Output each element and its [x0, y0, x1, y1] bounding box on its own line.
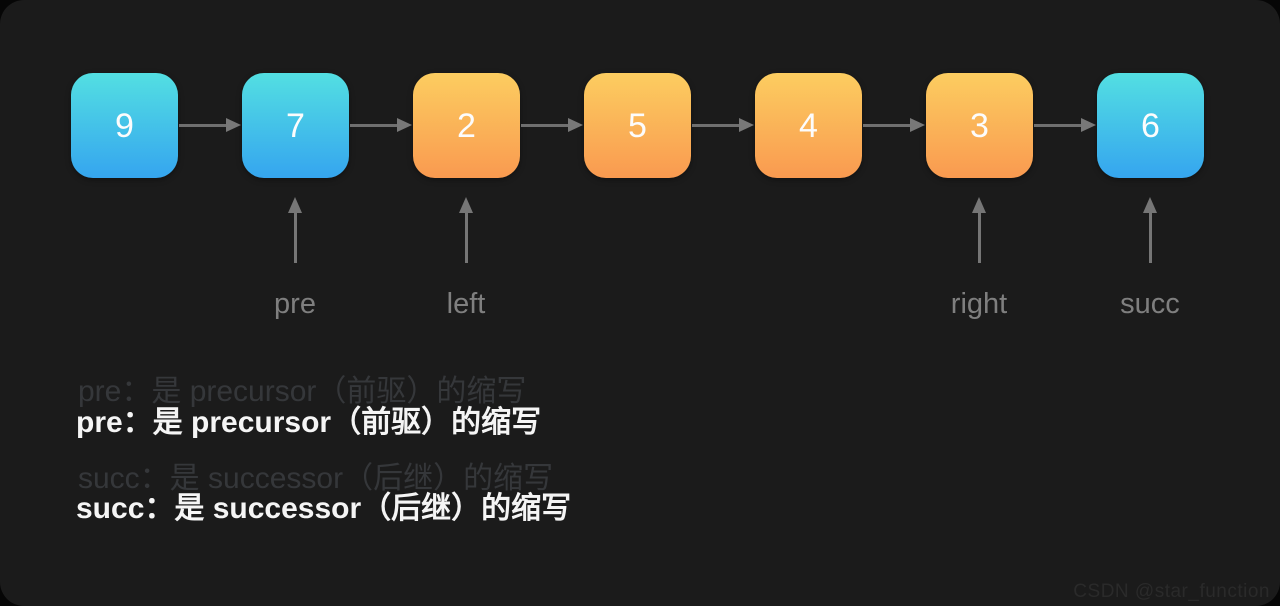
note-pre: pre：是 precursor（前驱）的缩写	[76, 406, 542, 439]
arrow-head	[739, 118, 754, 132]
next-arrow-icon	[350, 118, 412, 133]
list-node-4: 4	[755, 73, 862, 178]
arrow-shaft	[692, 124, 740, 127]
watermark: CSDN @star_function	[1073, 581, 1270, 602]
up-arrow-icon	[459, 197, 473, 213]
pointer-label-succ: succ	[1120, 288, 1180, 320]
node-value: 6	[1141, 106, 1160, 145]
node-value: 3	[970, 106, 989, 145]
list-node-3: 3	[926, 73, 1033, 178]
arrow-shaft	[350, 124, 398, 127]
pointer-label-left: left	[446, 288, 486, 320]
list-node-5: 5	[584, 73, 691, 178]
up-arrow-shaft	[1148, 213, 1152, 263]
arrow-head	[1081, 118, 1096, 132]
up-arrow-shaft	[464, 213, 468, 263]
node-value: 2	[457, 106, 476, 145]
node-value: 9	[115, 106, 134, 145]
arrow-shaft	[179, 124, 227, 127]
pointer-right: right	[939, 197, 1019, 319]
next-arrow-icon	[863, 118, 925, 133]
arrow-head	[397, 118, 412, 132]
list-node-2: 2	[413, 73, 520, 178]
node-value: 5	[628, 106, 647, 145]
list-node-6: 6	[1097, 73, 1204, 178]
arrow-head	[568, 118, 583, 132]
note-succ: succ：是 successor（后继）的缩写	[76, 492, 572, 525]
up-arrow-icon	[288, 197, 302, 213]
next-arrow-icon	[692, 118, 754, 133]
pointer-label-pre: pre	[274, 288, 316, 320]
arrow-head	[226, 118, 241, 132]
list-node-7: 7	[242, 73, 349, 178]
up-arrow-icon	[1143, 197, 1157, 213]
up-arrow-icon	[972, 197, 986, 213]
next-arrow-icon	[179, 118, 241, 133]
pointer-succ: succ	[1110, 197, 1190, 319]
up-arrow-shaft	[977, 213, 981, 263]
arrow-shaft	[863, 124, 911, 127]
node-value: 7	[286, 106, 305, 145]
pointer-label-right: right	[950, 288, 1008, 320]
list-node-9: 9	[71, 73, 178, 178]
note-pre-ghost: pre：是 precursor（前驱）的缩写	[78, 375, 527, 408]
up-arrow-shaft	[293, 213, 297, 263]
next-arrow-icon	[1034, 118, 1096, 133]
pointer-left: left	[426, 197, 506, 319]
arrow-shaft	[1034, 124, 1082, 127]
arrow-head	[910, 118, 925, 132]
next-arrow-icon	[521, 118, 583, 133]
pointer-pre: pre	[255, 197, 335, 319]
arrow-shaft	[521, 124, 569, 127]
note-succ-ghost: succ：是 successor（后继）的缩写	[78, 462, 554, 495]
node-value: 4	[799, 106, 818, 145]
